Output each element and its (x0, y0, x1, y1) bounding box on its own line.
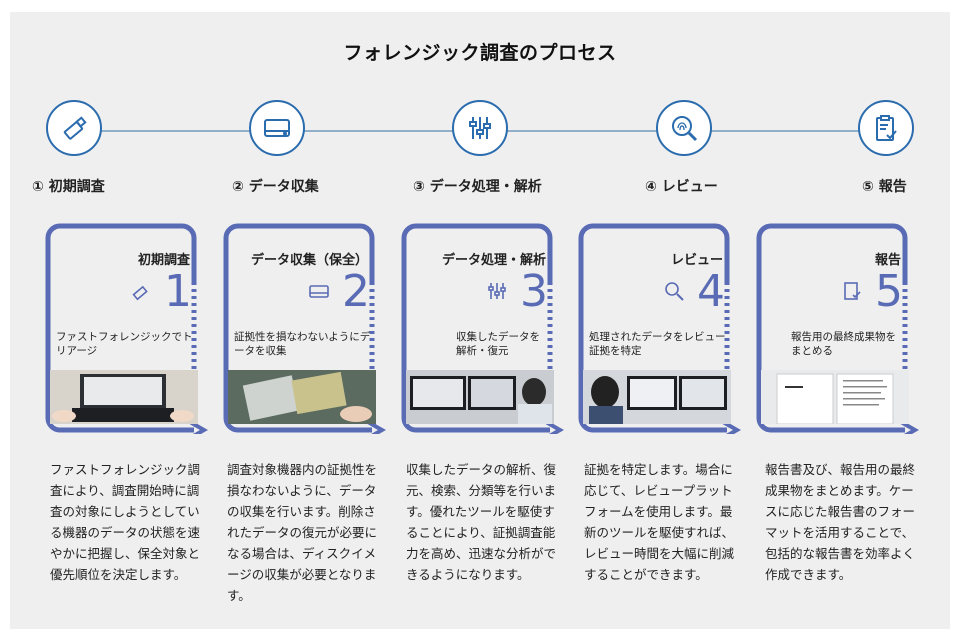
step-label-4: ④ レビュー (645, 179, 718, 195)
clipboard-check-icon (844, 282, 861, 300)
clipboard-check-icon (858, 100, 914, 156)
step-card-2: データ収集（保全） 2 証拠性を損なわないようにデータを収集 (222, 222, 386, 434)
fingerprint-search-icon (665, 282, 684, 301)
card-description: 処理されたデータをレビュー証拠を特定 (589, 331, 726, 357)
step-body-3: 収集したデータの解析、復元、検索、分類等を行います。優れたツールを駆使することに… (406, 462, 557, 582)
step-card-1: 初期調査 1 ファストフォレンジックでトリアージ (44, 222, 208, 434)
step-card-4: レビュー 4 処理されたデータをレビュー証拠を特定 (577, 222, 741, 434)
step-body-2: 調査対象機器内の証拠性を損なわないように、データの収集を行います。削除されたデー… (227, 462, 378, 603)
card-number: 1 (164, 266, 192, 317)
usb-drive-icon (46, 100, 102, 156)
report-document-photo (761, 370, 909, 424)
hard-drive-icon (249, 100, 305, 156)
step-body-5: 報告書及び、報告用の最終成果物をまとめます。ケースに応じた報告書のフォーマットを… (765, 462, 916, 582)
laptop-photo (50, 370, 198, 424)
step-body-1: ファストフォレンジック調査により、調査開始時に調査の対象にしようとしている機器の… (50, 462, 201, 582)
step-label-1: ① 初期調査 (32, 179, 105, 195)
card-title: 報告 (874, 253, 901, 268)
page-title: フォレンジック調査のプロセス (343, 42, 617, 64)
step-card-3: データ処理・解析 3 収集したデータを解析・復元 (400, 222, 564, 434)
card-number: 5 (875, 266, 903, 317)
hard-drive-photo (228, 370, 376, 424)
workstation-photo (406, 370, 554, 424)
card-description: ファストフォレンジックでトリアージ (56, 331, 193, 357)
card-description: 収集したデータを解析・復元 (456, 331, 540, 357)
card-title: データ収集（保全） (250, 253, 368, 268)
step-label-3: ③ データ処理・解析 (413, 179, 542, 195)
review-photo (583, 370, 731, 424)
step-body-4: 証拠を特定します。場合に応じて、レビュープラットフォームを使用します。最新のツー… (584, 462, 735, 582)
step-card-5: 報告 5 報告用の最終成果物をまとめる (755, 222, 919, 434)
card-description: 証拠性を損なわないようにデータを収集 (234, 331, 371, 357)
card-description: 報告用の最終成果物をまとめる (791, 331, 896, 357)
hard-drive-icon (309, 285, 329, 298)
sliders-icon (488, 283, 506, 299)
usb-drive-icon (132, 285, 148, 301)
fingerprint-search-icon (656, 100, 712, 156)
card-number: 3 (520, 266, 548, 317)
card-title: データ処理・解析 (441, 253, 546, 268)
card-title: 初期調査 (137, 253, 190, 268)
card-number: 4 (697, 266, 725, 317)
step-label-2: ② データ収集 (232, 179, 319, 195)
step-label-5: ⑤ 報告 (862, 179, 907, 195)
sliders-icon (452, 100, 508, 156)
card-title: レビュー (670, 253, 723, 268)
card-number: 2 (342, 266, 370, 317)
